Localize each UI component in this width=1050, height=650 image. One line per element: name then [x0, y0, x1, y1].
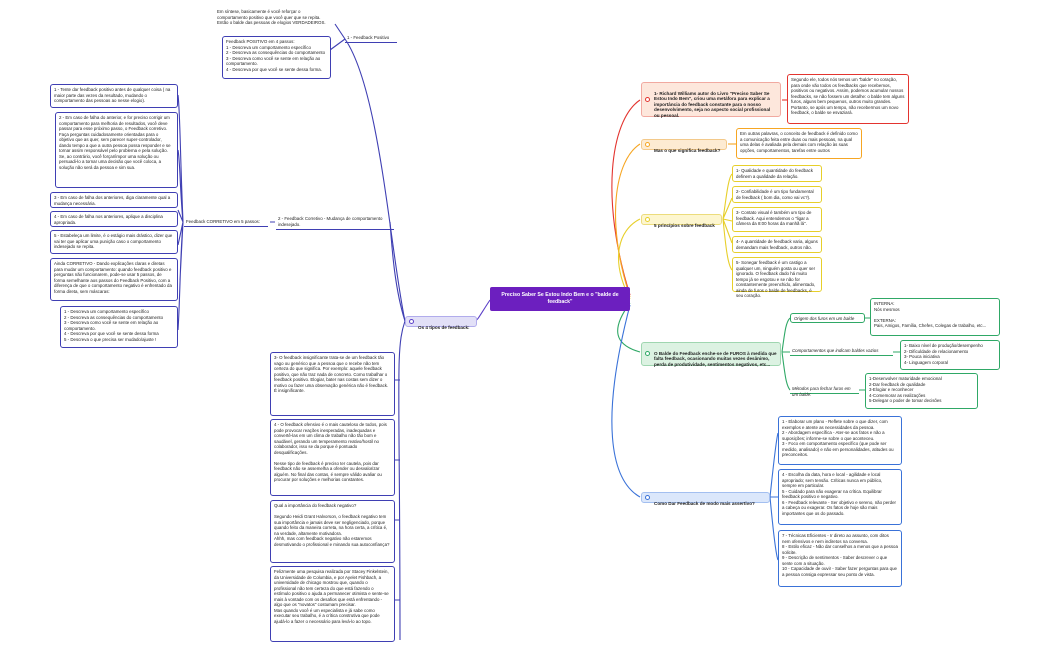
- branch-label: Como Dar Feedback de modo mais assertivo…: [654, 500, 755, 506]
- left-trunk: [344, 38, 406, 322]
- branch-dot-icon: [645, 216, 650, 222]
- subtopic-corretivo-5-passos[interactable]: Feedback CORRETIVO em 5 passos:: [184, 218, 268, 227]
- central-topic[interactable]: Preciso Saber Se Estou Indo Bem e o "bal…: [490, 287, 630, 311]
- branch-dot-icon: [645, 141, 650, 147]
- note-assertivo-1-3: 1 - Elaborar um plano - Reflete sobre o …: [778, 416, 902, 465]
- branch-richard-williams[interactable]: 1- Richard Williams autor do Livro "Prec…: [641, 82, 781, 118]
- branch-dot-icon: [645, 494, 650, 500]
- connector-b2: [615, 143, 641, 298]
- branch-label: 5 princípios sobre feedback: [654, 222, 715, 228]
- connector-b5: [611, 304, 641, 498]
- note-corretivo-passos: 1 - Descreva um comportamento específico…: [60, 306, 178, 348]
- branch-dot-icon: [645, 351, 650, 356]
- note-principio-2: 2- Confiabilidade é um tipo fundamental …: [732, 186, 822, 203]
- connector-left: [474, 299, 491, 322]
- note-corretivo-2: 2 - Em caso de falha do anterior, e for …: [55, 112, 178, 188]
- subtopic-baldes-vazios[interactable]: Comportamentos que indicam baldes vazios: [790, 347, 893, 356]
- note-corretivo-5: 5 - Estabeleça um limite, é o estágio ma…: [50, 230, 178, 254]
- note-origem-furos: INTERNA: Nós mesmos EXTERNA: Pais, Amigo…: [870, 298, 1000, 336]
- note-principio-3: 3- Contato visual é também um tipo de fe…: [732, 207, 822, 232]
- branch-como-dar-feedback[interactable]: Como Dar Feedback de modo mais assertivo…: [641, 492, 770, 506]
- branch-dot-icon: [645, 96, 650, 102]
- branch-4-tipos[interactable]: Os 4 tipos de feedback:: [405, 316, 477, 330]
- note-pesquisa-finkelstein: Felizmente uma pesquisa realizada por St…: [270, 566, 395, 642]
- note-principio-4: 4- A quantidade de feedback varia, algun…: [732, 236, 822, 253]
- note-corretivo-4: 4 - Em caso de falha nos anteriores, apl…: [50, 211, 178, 227]
- note-corretivo-1: 1 - Tente dar feedback positivo antes de…: [50, 84, 178, 108]
- note-corretivo-ainda: Ainda CORRETIVO - Dando explicações clar…: [50, 258, 178, 301]
- branch-label: Mas o que significa feedback?: [654, 147, 721, 153]
- branch-significado-feedback[interactable]: Mas o que significa feedback?: [641, 139, 727, 153]
- branch-dot-icon: [409, 318, 414, 324]
- subtopic-fechar-furos[interactable]: Métodos para fechar furos em um balde:: [790, 385, 859, 397]
- note-principio-1: 1- Qualidade e quantidade do feedback de…: [732, 165, 822, 182]
- subtopic-feedback-positivo[interactable]: 1 - Feedback Positivo: [345, 34, 397, 43]
- note-baldes-vazios: 1- Baixo nível de produção/desempenho 2-…: [900, 340, 1000, 370]
- note-fechar-furos: 1-Desenvolver maturidade emocional 2-Dar…: [865, 373, 978, 409]
- note-principio-5: 5- Sonegar feedback é um castigo a qualq…: [732, 257, 822, 298]
- note-assertivo-4-6: 4 - Escolha da data, hora e local - agil…: [778, 469, 902, 525]
- subtopic-origem-furos[interactable]: Origem dos furos em um balde: [790, 313, 865, 323]
- note-assertivo-7-10: 7 - Técnicas Eficientes - Ir direto ao a…: [778, 530, 902, 587]
- note-positivo-sintese: Em síntese, basicamente é você reforçar …: [217, 9, 326, 25]
- branch-balde-furos[interactable]: O Balde do Feedback enche-se de FUROS à …: [641, 342, 781, 367]
- note-balde-coracao: Segundo ele, todos nós temos um "balde" …: [787, 74, 909, 124]
- branch-label: Os 4 tipos de feedback:: [418, 324, 470, 330]
- note-positivo-passos: Feedback POSITIVO em 4 passos: 1 - Descr…: [222, 36, 331, 79]
- branch-label: O Balde do Feedback enche-se de FUROS à …: [654, 350, 777, 367]
- note-corretivo-3: 3 - Em caso de falha dos anteriores, dig…: [50, 192, 178, 208]
- note-feedback-insignificante: 3- O feedback insignificante trata-se de…: [270, 352, 395, 416]
- note-feedback-ofensivo: 4 - O feedback ofensivo é o mais cautelo…: [270, 419, 395, 496]
- subtopic-feedback-corretivo[interactable]: 2 - Feedback Corretivo - Mudança de comp…: [276, 215, 394, 230]
- note-importancia-negativo: Qual a importância do feedback negativo?…: [270, 500, 395, 563]
- note-definicao-feedback: Em outras palavras, o conceito de feedba…: [736, 128, 862, 159]
- branch-5-principios[interactable]: 5 princípios sobre feedback: [641, 214, 722, 228]
- branch-label: 1- Richard Williams autor do Livro "Prec…: [654, 90, 771, 118]
